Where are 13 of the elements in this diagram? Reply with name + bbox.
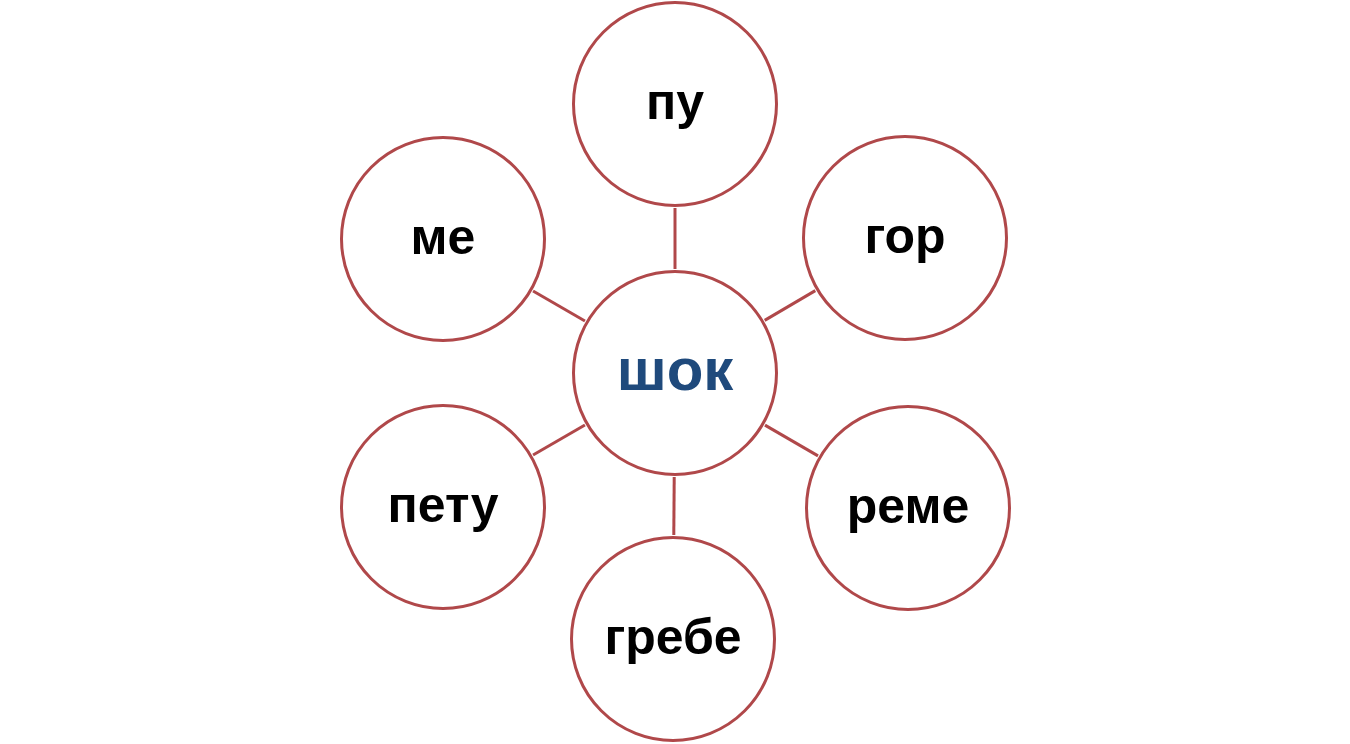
connector-line: [532, 289, 586, 323]
connector-line: [673, 208, 677, 269]
node-label: шок: [616, 340, 734, 405]
connector-line: [672, 477, 676, 535]
node-label: ме: [410, 212, 476, 266]
node-label: пу: [646, 77, 704, 131]
connector-line: [532, 423, 586, 457]
node-label: гребе: [604, 612, 742, 666]
node-label: гор: [864, 211, 946, 265]
node-label: пету: [387, 480, 499, 534]
node-label: реме: [846, 481, 970, 535]
connector-line: [764, 423, 819, 458]
connector-line: [763, 289, 817, 322]
